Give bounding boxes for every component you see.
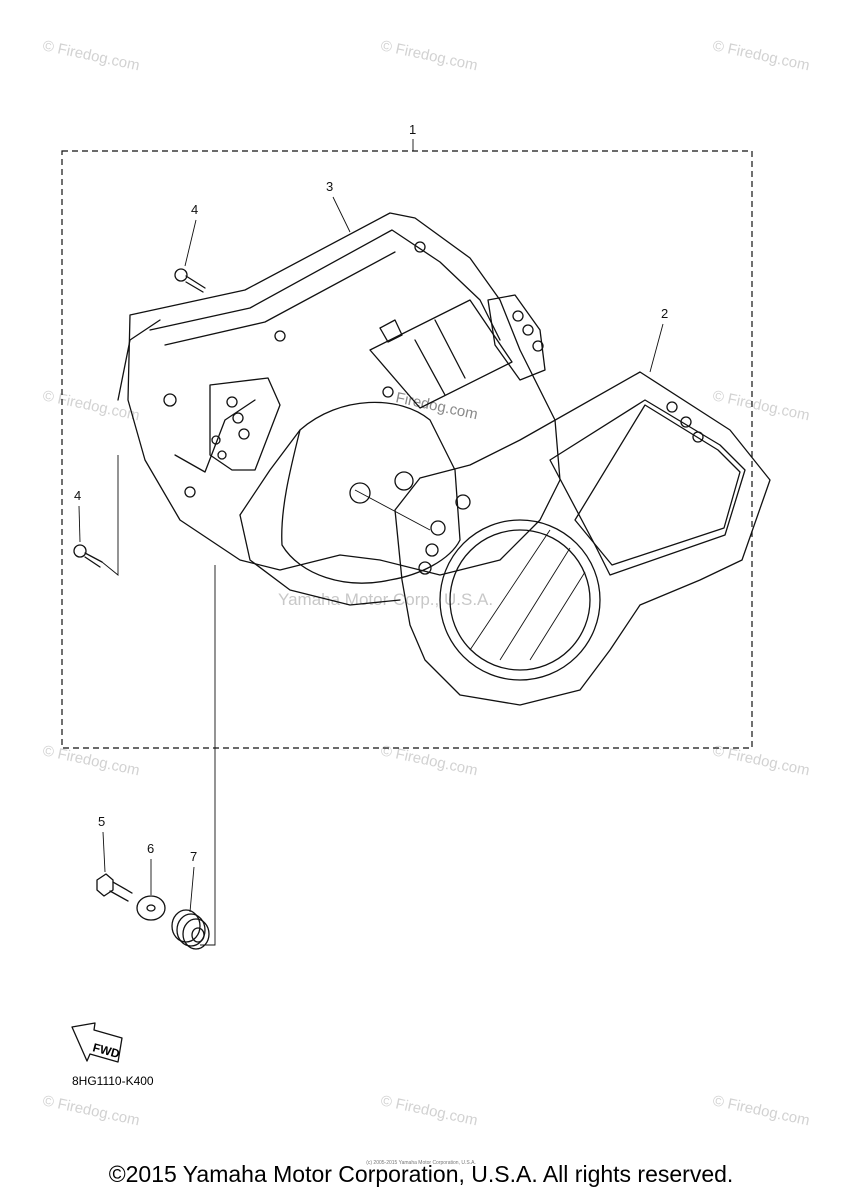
leader-line-4-upper	[184, 219, 197, 267]
watermark: © Firedog.com	[711, 387, 811, 424]
watermark: © Firedog.com	[41, 387, 141, 424]
leader-line-7	[189, 866, 195, 913]
callout-4-upper: 4	[191, 202, 198, 217]
callout-4-lower: 4	[74, 488, 81, 503]
watermark: © Firedog.com	[379, 37, 479, 74]
callout-1: 1	[409, 122, 416, 137]
watermark: © Firedog.com	[711, 37, 811, 74]
screw-upper	[174, 268, 206, 293]
diagram-code: 8HG1110-K400	[72, 1074, 154, 1088]
callout-3: 3	[326, 179, 333, 194]
leader-line-2	[649, 323, 664, 373]
meter-dial-plate	[239, 386, 461, 606]
watermark: © Firedog.com	[41, 1092, 141, 1129]
watermark-center-company: Yamaha Motor Corp., U.S.A.	[278, 590, 493, 609]
meter-rear-housing	[117, 212, 561, 576]
leader-line-4-lower	[78, 505, 81, 543]
meter-front-lens	[394, 371, 771, 706]
arrow-left-icon	[71, 1022, 123, 1063]
fwd-direction-marker: FWD	[71, 1022, 123, 1063]
fwd-label: FWD	[91, 1040, 121, 1061]
leader-bracket-4	[101, 455, 119, 576]
watermark-center-site: Firedog.com	[394, 389, 479, 423]
leader-line-5	[102, 831, 106, 873]
callout-7: 7	[190, 849, 197, 864]
watermark: © Firedog.com	[379, 1092, 479, 1129]
watermark: © Firedog.com	[41, 37, 141, 74]
leader-line-3	[332, 196, 351, 233]
grommet-part-7	[171, 909, 210, 950]
callout-6: 6	[147, 841, 154, 856]
mount-leader	[200, 565, 216, 946]
watermark: © Firedog.com	[711, 1092, 811, 1129]
assembly-boundary	[61, 150, 753, 749]
callout-5: 5	[98, 814, 105, 829]
screw-lower	[73, 544, 103, 568]
callout-2: 2	[661, 306, 668, 321]
watermark-layer: © Firedog.com © Firedog.com © Firedog.co…	[41, 37, 811, 1129]
washer-part-6	[136, 895, 166, 921]
copyright-footer: ©2015 Yamaha Motor Corporation, U.S.A. A…	[108, 1161, 734, 1187]
tiny-copyright-notice: (c) 2005-2015 Yamaha Motor Corporation, …	[366, 1160, 476, 1166]
bolt-part-5	[96, 873, 133, 902]
